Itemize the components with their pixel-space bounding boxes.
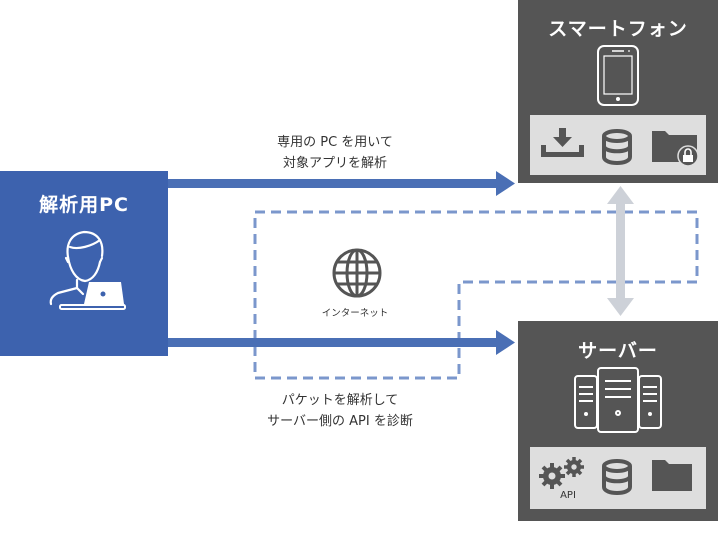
arrow-pc-to-server [168, 330, 515, 355]
caption-line: パケットを解析して [281, 393, 399, 408]
arrow-pc-to-smartphone [168, 171, 515, 196]
caption-line: 専用の PC を用いて [277, 135, 393, 150]
analysis-pc-title: 解析用PC [39, 194, 129, 216]
smartphone-title: スマートフォン [548, 18, 688, 40]
api-label: API [560, 490, 576, 501]
internet-label: インターネット [321, 308, 389, 319]
caption-line: サーバー側の API を診断 [267, 414, 413, 429]
server-title: サーバー [578, 340, 658, 362]
arrow-smartphone-server [607, 186, 634, 316]
internet-region-border [253, 210, 699, 380]
caption-line: 対象アプリを解析 [282, 156, 387, 171]
caption-pc-to-smartphone: 専用の PC を用いて 対象アプリを解析 [250, 132, 420, 174]
caption-pc-to-server: パケットを解析して サーバー側の API を診断 [240, 390, 440, 432]
smartphone-data-tray [530, 115, 706, 175]
